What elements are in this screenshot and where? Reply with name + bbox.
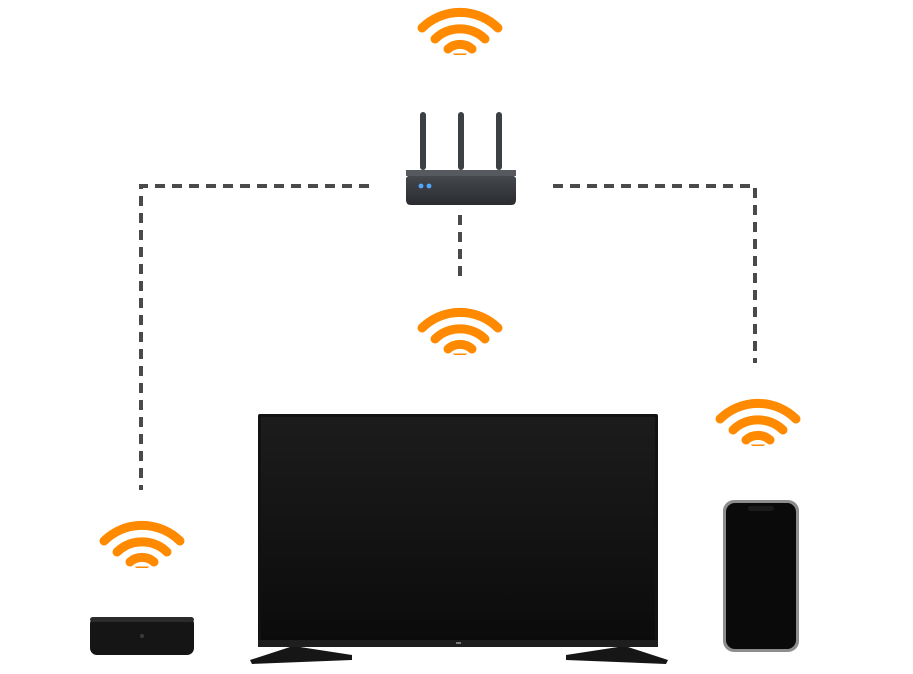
connector-router-to-set-top-box <box>139 184 369 490</box>
wifi-icon <box>422 312 498 360</box>
wifi-icon <box>104 525 180 573</box>
wifi-icon <box>422 12 498 60</box>
tv-icon <box>250 414 668 664</box>
connector-router-to-smartphone <box>553 184 757 363</box>
set-top-box-icon <box>90 617 194 655</box>
router-icon <box>406 112 516 205</box>
wifi-icon <box>720 403 796 451</box>
smartphone-icon <box>723 500 799 652</box>
